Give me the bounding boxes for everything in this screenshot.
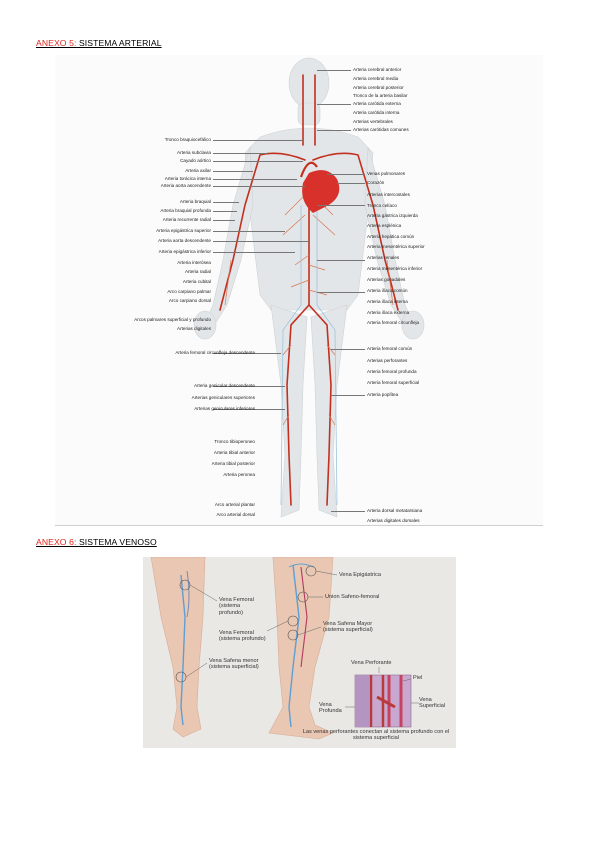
label-arteria-recurrente-radial: Arteria recurrente radial [162,217,211,222]
label-corazon: Corazón [367,180,385,185]
label-arteria-interosea: Arteria interósea [177,260,211,265]
label-arteria-axilar: Arteria axilar [185,168,211,173]
label-arterias-intercostales: Arterias intercostales [367,192,410,197]
label-arteria-toracica-interna: Arteria torácica interna [164,176,211,181]
label-arco-carpiano-palmar: Arco carpiano palmar [167,289,211,294]
label-arterias-perforantes: Arterias perforantes [367,358,408,363]
figure-caption: Las venas perforantes conectan al sistem… [302,729,450,742]
label-arteria-braquial-profunda: Arteria braquial profunda [160,208,211,213]
label-arteria-cerebral-media: Arteria cerebral media [353,76,399,81]
anexo5-number: ANEXO 5: [36,38,77,48]
label-arteria-femoral-circunfleja-descendente: Arteria femoral circunfleja descendente [175,350,255,355]
label-arteria-poplitea: Arteria poplítea [367,392,399,397]
label-arterias-digitales-dorsales: Arterias digitales dorsales [367,518,420,523]
label-vena-femoral-2: Vena Femoral (sistema profundo) [219,630,266,643]
label-arteria-peronea: Arteria peronea [223,472,255,477]
label-arteria-aorta-descendente: Arteria aorta descendente [158,238,211,243]
anexo5-title: SISTEMA ARTERIAL [78,38,162,48]
label-tronco-braquiocefalico: Tronco braquiocefálico [164,137,211,142]
venous-system-figure: Vena Femoral (sistema profundo) Vena Saf… [143,557,456,748]
label-venas-pulmonares: Venas pulmonares [367,171,406,176]
label-arteria-femoral-superficial: Arteria femoral superficial [367,380,420,385]
label-arterias-geniculares-inferiores: Arterias geniculares inferiores [194,406,255,411]
label-union-safeno-femoral: Union Safeno-femoral [325,594,380,600]
label-arterias-carotidas-comunes: Arterias carótidas comunes [353,127,409,132]
legs-illustration [150,557,419,740]
label-arteria-gastrica-izquierda: Arteria gástrica izquierda [367,213,418,218]
arterial-system-figure: Tronco braquiocefálico Arteria subclavia… [55,55,543,526]
label-arteria-dorsal-metatarsiana: Arteria dorsal metatarsiana [367,508,423,513]
label-arteria-cubital: Arteria cubital [182,279,211,284]
label-vena-safena-menor: Vena Safena menor (sistema superficial) [209,658,259,671]
anexo6-number: ANEXO 6: [36,537,77,547]
label-arteria-tibial-posterior: Arteria tibial posterior [211,461,255,466]
anexo6-heading: ANEXO 6: SISTEMA VENOSO [36,537,157,547]
label-arteria-genicular-descendente: Arteria genicular descendente [193,383,255,388]
label-arteria-epigastrica-superior: Arteria epigástrica superior [156,228,211,233]
label-arteria-aorta-ascendente: Arteria aorta ascendente [160,183,211,188]
anexo6-title: SISTEMA VENOSO [78,537,157,547]
label-arco-arterial-plantar: Arco arterial plantar [214,502,255,507]
label-vena-femoral-1: Vena Femoral (sistema profundo) [219,597,254,616]
label-arco-carpiano-dorsal: Arco carpiano dorsal [168,298,211,303]
label-vena-epigastrica: Vena Epigástrica [339,572,381,578]
label-arterias-renales: Arterias renales [367,255,400,260]
label-piel: Piel [413,675,423,681]
label-arteria-carotida-externa: Arteria carótida externa [353,101,401,106]
label-tronco-arteria-basilar: Tronco de la arteria basilar [353,93,408,98]
label-arteria-subclavia: Arteria subclavia [177,150,211,155]
label-arteria-femoral-comun: Arteria femoral común [367,346,413,351]
label-tronco-tibioperoneo: Tronco tibioperoneo [214,439,255,444]
label-arteria-iliaca-interna: Arteria ilíaca interna [367,299,408,304]
label-arteria-cerebral-anterior: Arteria cerebral anterior [353,67,402,72]
label-tronco-celiaco: Tronco celíaco [367,203,397,208]
label-arteria-esplenica: Arteria esplénica [367,223,402,228]
label-arteria-braquial: Arteria braquial [179,199,211,204]
body-silhouette-illustration [193,57,425,518]
label-arteria-mesenterica-superior: Arteria mesentérica superior [367,244,425,249]
label-vena-safena-mayor: Vena Safena Mayor (sistema superficial) [323,621,373,634]
label-arteria-femoral-profunda: Arteria femoral profunda [367,369,417,374]
label-cayado-aortico: Cayado aórtico [180,158,211,163]
label-arterias-digitales: Arterias digitales [177,326,211,331]
label-arterias-gonadales: Arterias gonadales [367,277,406,282]
label-arteria-tibial-anterior: Arteria tibial anterior [213,450,255,455]
label-arteria-carotida-interna: Arteria carótida interna [353,110,400,115]
label-vena-profunda: Vena Profunda [319,702,342,715]
label-arterias-geniculares-superiores: Arterias geniculares superiores [191,395,255,400]
label-arteria-femoral-circunfleja: Arteria femoral circunfleja [367,320,420,325]
label-arcos-palmares: Arcos palmares superficial y profundo [134,317,211,322]
label-arteria-mesenterica-inferior: Arteria mesentérica inferior [367,266,423,271]
label-arterias-vertebrales: Arterias vertebrales [353,119,393,124]
label-arteria-iliaca-externa: Arteria ilíaca externa [367,310,410,315]
label-vena-superficial: Vena Superficial [419,697,446,710]
label-vena-perforante: Vena Perforante [351,660,392,666]
label-arteria-iliaca-comun: Arteria ilíaca común [367,288,408,293]
label-arteria-cerebral-posterior: Arteria cerebral posterior [353,85,404,90]
label-arteria-epigastrica-inferior: Arteria epigástrica inferior [158,249,211,254]
anexo5-heading: ANEXO 5: SISTEMA ARTERIAL [36,38,162,48]
label-arco-arterial-dorsal: Arco arterial dorsal [216,512,255,517]
label-arteria-radial: Arteria radial [184,269,211,274]
label-arteria-hepatica-comun: Arteria hepática común [367,234,415,239]
